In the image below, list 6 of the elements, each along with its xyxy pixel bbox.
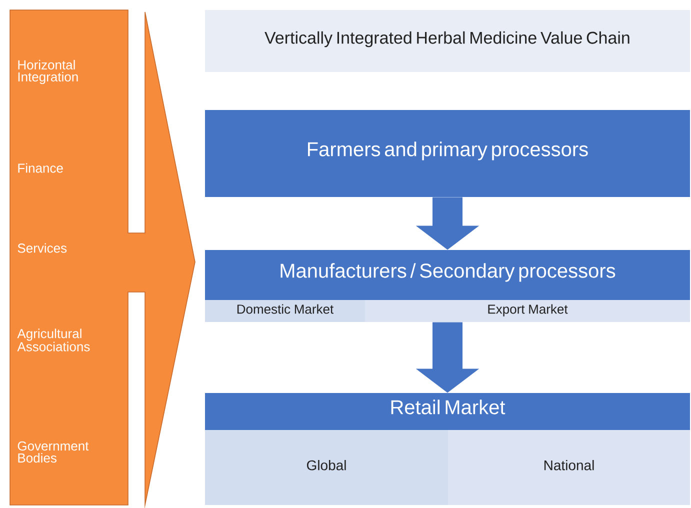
market-cell: Global bbox=[205, 430, 448, 505]
title-band: Vertically Integrated Herbal Medicine Value Chain bbox=[205, 10, 690, 72]
market-cell: Export Market bbox=[365, 300, 690, 322]
stage-box: Farmers and primary processors bbox=[205, 110, 690, 197]
market-cell: National bbox=[448, 430, 690, 505]
market-cell: Domestic Market bbox=[205, 300, 365, 322]
